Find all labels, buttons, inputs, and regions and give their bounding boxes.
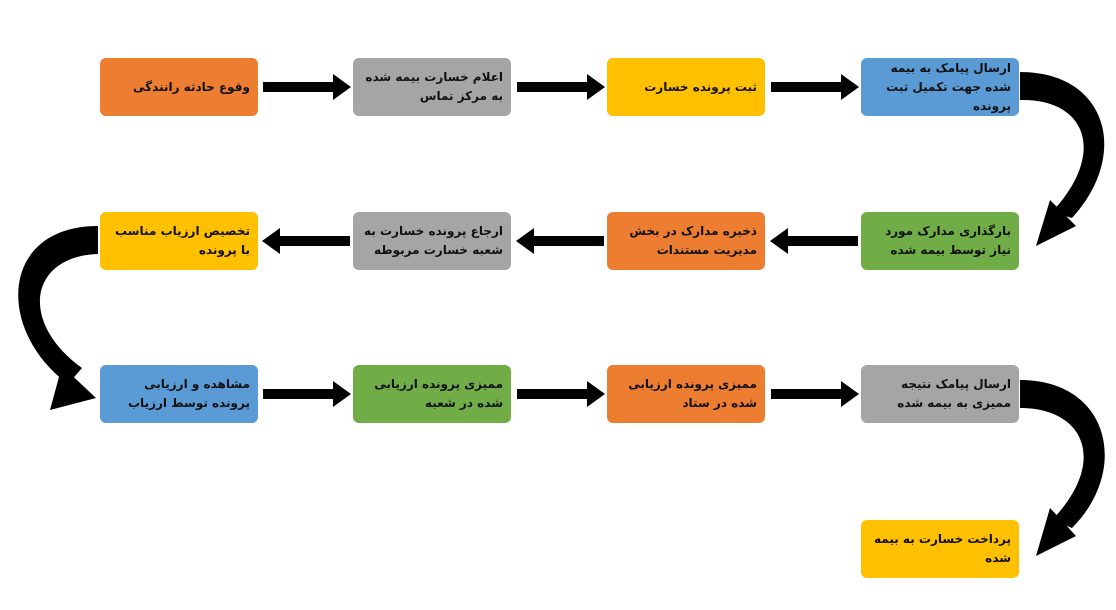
step-box-1: وقوع حادثه رانندگی: [100, 58, 258, 116]
step-label-9: مشاهده و ارزیابی پرونده توسط ارزیاب: [128, 377, 250, 410]
step-box-12: ارسال پیامک نتیجه ممیزی به بیمه شده: [861, 365, 1019, 423]
arrow-step11-to-step12: [771, 381, 859, 407]
step-label-10: ممیزی پرونده ارزیابی شده در شعبه: [374, 377, 503, 410]
step-box-3: ثبت پرونده خسارت: [607, 58, 765, 116]
arrow-step2-to-step3: [517, 74, 605, 100]
step-box-5: بارگذاری مدارک مورد نیاز توسط بیمه شده: [861, 212, 1019, 270]
curved-arrow-step8-to-step9: [18, 226, 98, 410]
step-label-4: ارسال پیامک به بیمه شده جهت تکمیل ثبت پر…: [886, 60, 1011, 113]
arrow-step1-to-step2: [263, 74, 351, 100]
step-box-7: ارجاع پرونده خسارت به شعبه خسارت مربوطه: [353, 212, 511, 270]
arrow-step7-to-step8: [262, 228, 350, 254]
arrow-step3-to-step4: [771, 74, 859, 100]
arrow-step5-to-step6: [770, 228, 858, 254]
step-label-12: ارسال پیامک نتیجه ممیزی به بیمه شده: [897, 377, 1011, 410]
curved-arrow-step12-to-step13: [1020, 380, 1105, 556]
step-box-9: مشاهده و ارزیابی پرونده توسط ارزیاب: [100, 365, 258, 423]
arrow-step9-to-step10: [263, 381, 351, 407]
arrow-step10-to-step11: [517, 381, 605, 407]
step-box-10: ممیزی پرونده ارزیابی شده در شعبه: [353, 365, 511, 423]
step-label-8: تخصیص ارزیاب مناسب با پرونده: [115, 224, 250, 257]
step-label-1: وقوع حادثه رانندگی: [133, 79, 250, 94]
step-label-7: ارجاع پرونده خسارت به شعبه خسارت مربوطه: [364, 224, 503, 257]
step-box-6: ذخیره مدارک در بخش مدیریت مستندات: [607, 212, 765, 270]
step-label-3: ثبت پرونده خسارت: [644, 79, 757, 94]
step-label-5: بارگذاری مدارک مورد نیاز توسط بیمه شده: [885, 224, 1011, 257]
step-label-13: پرداخت خسارت به بیمه شده: [874, 532, 1011, 565]
step-label-11: ممیزی پرونده ارزیابی شده در ستاد: [628, 377, 757, 410]
step-box-4: ارسال پیامک به بیمه شده جهت تکمیل ثبت پر…: [861, 58, 1019, 116]
step-box-8: تخصیص ارزیاب مناسب با پرونده: [100, 212, 258, 270]
step-label-6: ذخیره مدارک در بخش مدیریت مستندات: [629, 224, 757, 257]
step-box-11: ممیزی پرونده ارزیابی شده در ستاد: [607, 365, 765, 423]
step-label-2: اعلام خسارت بیمه شده به مرکز تماس: [365, 70, 503, 103]
curved-arrow-step4-to-step5: [1020, 72, 1105, 246]
step-box-13: پرداخت خسارت به بیمه شده: [861, 520, 1019, 578]
arrow-step6-to-step7: [516, 228, 604, 254]
step-box-2: اعلام خسارت بیمه شده به مرکز تماس: [353, 58, 511, 116]
